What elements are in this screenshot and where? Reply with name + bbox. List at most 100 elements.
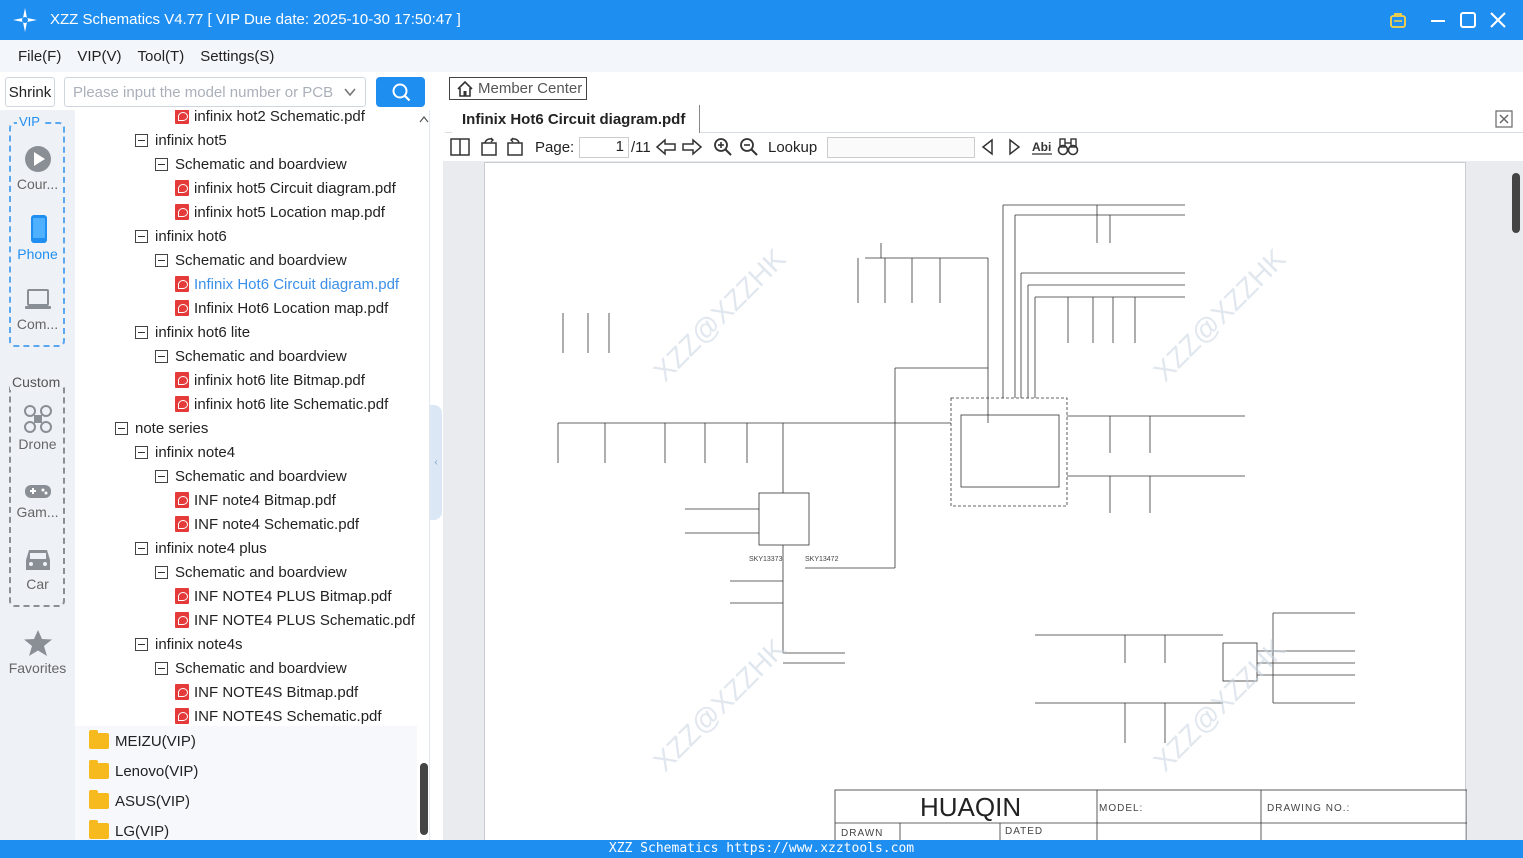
lookup-input[interactable] bbox=[827, 137, 975, 158]
member-center-button[interactable]: Member Center bbox=[449, 77, 587, 100]
tree-scroll-up-icon[interactable] bbox=[419, 110, 429, 840]
model-search-combobox[interactable] bbox=[64, 77, 366, 107]
nav-phone[interactable]: Phone bbox=[0, 214, 75, 262]
collapse-toggle-icon[interactable] bbox=[155, 469, 168, 483]
tree-node[interactable]: infinix note4s bbox=[135, 632, 243, 656]
nav-car[interactable]: Car bbox=[0, 546, 75, 592]
collapse-toggle-icon[interactable] bbox=[135, 229, 148, 243]
pdf-toolbar: Page: 1 /11 Lookup Abi bbox=[445, 134, 1523, 161]
close-tab-icon[interactable] bbox=[1495, 110, 1513, 128]
shrink-button[interactable]: Shrink bbox=[5, 77, 55, 107]
viewer-scrollbar-thumb[interactable] bbox=[1512, 173, 1520, 233]
tree-node[interactable]: infinix note4 plus bbox=[135, 536, 267, 560]
prev-page-button[interactable] bbox=[655, 137, 677, 157]
tree-node[interactable]: Schematic and boardview bbox=[155, 560, 347, 584]
rotate-left-button[interactable] bbox=[479, 137, 499, 157]
svg-text:MODEL:: MODEL: bbox=[1099, 803, 1143, 814]
next-page-button[interactable] bbox=[681, 137, 703, 157]
tree-file-item[interactable]: INF NOTE4 PLUS Schematic.pdf bbox=[175, 608, 415, 632]
tree-file-item[interactable]: INF note4 Schematic.pdf bbox=[175, 512, 359, 536]
folder-label: MEIZU(VIP) bbox=[115, 732, 196, 750]
menu-settings[interactable]: Settings(S) bbox=[200, 47, 275, 65]
nav-favorites[interactable]: Favorites bbox=[0, 628, 75, 676]
collapse-panel-handle[interactable]: ‹ bbox=[430, 405, 442, 520]
collapse-toggle-icon[interactable] bbox=[155, 565, 168, 579]
close-button[interactable] bbox=[1485, 7, 1511, 33]
nav-game-label: Gam... bbox=[16, 504, 59, 520]
model-search-input[interactable] bbox=[65, 78, 335, 106]
nav-drone[interactable]: Drone bbox=[0, 404, 75, 452]
rotate-right-button[interactable] bbox=[505, 137, 525, 157]
tree-file-item[interactable]: infinix hot6 lite Schematic.pdf bbox=[175, 392, 388, 416]
toggle-sidebar-button[interactable] bbox=[450, 137, 470, 157]
tree-node[interactable]: Schematic and boardview bbox=[155, 248, 347, 272]
vip-bag-icon[interactable] bbox=[1385, 7, 1411, 33]
find-next-button[interactable] bbox=[1006, 137, 1022, 157]
tree-item-label: INF note4 Bitmap.pdf bbox=[194, 491, 336, 509]
tree-node[interactable]: Schematic and boardview bbox=[155, 656, 347, 680]
nav-car-label: Car bbox=[26, 576, 49, 592]
page-number-input[interactable]: 1 bbox=[579, 137, 629, 158]
collapse-toggle-icon[interactable] bbox=[115, 421, 128, 435]
binoculars-icon bbox=[1057, 138, 1079, 156]
folder-lenovo[interactable]: Lenovo(VIP) bbox=[89, 756, 198, 786]
match-case-button[interactable]: Abi bbox=[1031, 137, 1053, 157]
find-all-button[interactable] bbox=[1057, 137, 1079, 157]
nav-computer[interactable]: Com... bbox=[0, 286, 75, 332]
tree-node[interactable]: Schematic and boardview bbox=[155, 152, 347, 176]
tree-node[interactable]: note series bbox=[115, 416, 208, 440]
tree-node[interactable]: infinix hot5 bbox=[135, 128, 227, 152]
tree-file-item[interactable]: infinix hot2 Schematic.pdf bbox=[175, 110, 365, 128]
tree-file-item[interactable]: infinix hot5 Circuit diagram.pdf bbox=[175, 176, 396, 200]
folder-lg[interactable]: LG(VIP) bbox=[89, 816, 169, 840]
collapse-toggle-icon[interactable] bbox=[135, 133, 148, 147]
nav-game[interactable]: Gam... bbox=[0, 480, 75, 520]
tree-file-item[interactable]: infinix hot6 lite Bitmap.pdf bbox=[175, 368, 365, 392]
tree-file-item[interactable]: infinix hot5 Location map.pdf bbox=[175, 200, 385, 224]
find-prev-button[interactable] bbox=[980, 137, 996, 157]
pdf-file-icon bbox=[175, 516, 189, 532]
triangle-right-icon bbox=[1009, 138, 1021, 156]
tree-file-item[interactable]: Infinix Hot6 Circuit diagram.pdf bbox=[175, 272, 399, 296]
nav-courses[interactable]: Cour... bbox=[0, 144, 75, 192]
tree-scrollbar-thumb[interactable] bbox=[420, 763, 428, 835]
tree-node[interactable]: Schematic and boardview bbox=[155, 344, 347, 368]
collapse-toggle-icon[interactable] bbox=[135, 325, 148, 339]
tree-file-item[interactable]: INF note4 Bitmap.pdf bbox=[175, 488, 336, 512]
menu-tool[interactable]: Tool(T) bbox=[137, 47, 185, 65]
collapse-toggle-icon[interactable] bbox=[135, 541, 148, 555]
tree-file-item[interactable]: INF NOTE4S Bitmap.pdf bbox=[175, 680, 358, 704]
collapse-toggle-icon[interactable] bbox=[155, 157, 168, 171]
folder-label: LG(VIP) bbox=[115, 822, 170, 840]
menu-vip[interactable]: VIP(V) bbox=[77, 47, 122, 65]
pdf-viewer[interactable]: HUAQIN MODEL: DRAWING NO.: DRAWN DATED S… bbox=[443, 161, 1523, 840]
zoom-out-icon bbox=[740, 138, 758, 156]
tree-item-label: infinix hot5 bbox=[155, 131, 227, 149]
nav-computer-label: Com... bbox=[16, 316, 59, 332]
pdf-file-icon bbox=[175, 372, 189, 388]
search-button[interactable] bbox=[376, 77, 425, 107]
collapse-toggle-icon[interactable] bbox=[155, 661, 168, 675]
tree-node[interactable]: Schematic and boardview bbox=[155, 464, 347, 488]
menu-file[interactable]: File(F) bbox=[18, 47, 62, 65]
collapse-toggle-icon[interactable] bbox=[155, 253, 168, 267]
tree-file-item[interactable]: INF NOTE4 PLUS Bitmap.pdf bbox=[175, 584, 392, 608]
folder-asus[interactable]: ASUS(VIP) bbox=[89, 786, 190, 816]
pdf-file-icon bbox=[175, 204, 189, 220]
tree-file-item[interactable]: Infinix Hot6 Location map.pdf bbox=[175, 296, 388, 320]
chevron-down-icon[interactable] bbox=[343, 85, 357, 99]
tree-node[interactable]: infinix note4 bbox=[135, 440, 235, 464]
pdf-file-icon bbox=[175, 276, 189, 292]
collapse-toggle-icon[interactable] bbox=[135, 637, 148, 651]
collapse-toggle-icon[interactable] bbox=[135, 445, 148, 459]
folder-meizu[interactable]: MEIZU(VIP) bbox=[89, 726, 196, 756]
maximize-button[interactable] bbox=[1455, 7, 1481, 33]
minimize-button[interactable] bbox=[1425, 7, 1451, 33]
zoom-out-button[interactable] bbox=[739, 137, 759, 157]
tree-node[interactable]: infinix hot6 bbox=[135, 224, 227, 248]
zoom-in-button[interactable] bbox=[713, 137, 733, 157]
collapse-toggle-icon[interactable] bbox=[155, 349, 168, 363]
tree-node[interactable]: infinix hot6 lite bbox=[135, 320, 250, 344]
tab-document[interactable]: Infinix Hot6 Circuit diagram.pdf bbox=[452, 105, 700, 133]
tree-file-item[interactable]: INF NOTE4S Schematic.pdf bbox=[175, 704, 382, 728]
